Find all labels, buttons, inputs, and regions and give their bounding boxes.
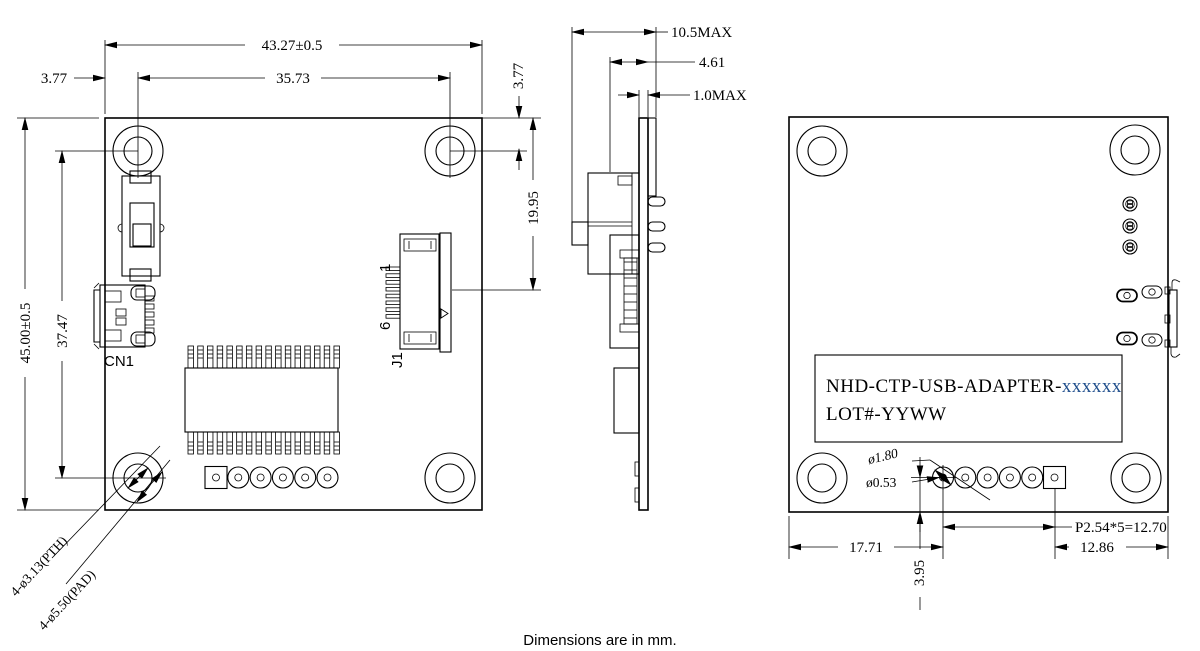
dim-pad-bottom-offset: 3.95 <box>911 457 928 610</box>
side-usb-lip <box>571 221 589 246</box>
units-note: Dimensions are in mm. <box>523 632 676 649</box>
via-outer-text: ø1.80 <box>865 445 899 467</box>
dim-pcb-thickness-text: 1.0MAX <box>693 88 747 104</box>
side-view: 10.5MAX 4.61 1.0MAX <box>571 25 747 511</box>
side-ic-block <box>613 367 640 434</box>
side-pad-bump-1 <box>634 461 640 477</box>
dim-offset-top-right: 3.77 <box>511 62 527 170</box>
front-extension-lines <box>17 40 541 511</box>
dim-offset-top-right-text: 3.77 <box>511 62 527 89</box>
dim-j1-position: 19.95 <box>525 117 542 291</box>
pth-callout-text: 4-ø3.13(PTH) <box>7 533 70 599</box>
dim-board-height-text: 45.00±0.5 <box>18 303 34 364</box>
part-number-text: NHD-CTP-USB-ADAPTER-xxxxxx <box>826 376 1122 397</box>
hole-callouts: 4-ø3.13(PTH) 4-ø5.50(PAD) <box>7 445 171 633</box>
pad-1-square <box>204 465 228 490</box>
side-pcb <box>638 117 649 511</box>
back-pad-row <box>930 465 1067 490</box>
edge-usb-profile <box>1164 279 1181 358</box>
lot-number-text: LOT#-YYWW <box>826 404 947 425</box>
dim-connector-height-text: 4.61 <box>699 55 725 71</box>
cn1-pins <box>144 295 155 334</box>
dim-board-width: 43.27±0.5 <box>104 37 483 54</box>
back-view: NHD-CTP-USB-ADAPTER-xxxxxx LOT#-YYWW ø1.… <box>788 116 1181 610</box>
dim-pad-left-offset: 17.71 <box>788 540 944 556</box>
dim-board-height: 45.00±0.5 <box>17 117 34 511</box>
dim-total-thickness: 10.5MAX <box>571 25 732 41</box>
j1-label: J1 <box>389 352 406 368</box>
side-extension-lines <box>571 27 657 222</box>
j1-pin6-label: 6 <box>377 322 394 330</box>
dim-connector-height: 4.61 <box>609 55 725 71</box>
part-number-box: NHD-CTP-USB-ADAPTER-xxxxxx LOT#-YYWW <box>814 354 1123 443</box>
side-pad-bump-2 <box>634 487 640 503</box>
side-right-strip <box>647 117 657 197</box>
j1-pins <box>385 266 401 319</box>
j1-connector <box>385 232 452 353</box>
dim-board-width-text: 43.27±0.5 <box>262 38 323 54</box>
oval-pads <box>1116 285 1163 347</box>
dim-pad-left-offset-text: 17.71 <box>849 540 883 556</box>
ic-pins-bottom <box>187 431 340 455</box>
side-j1-block <box>609 234 640 349</box>
dim-total-thickness-text: 10.5MAX <box>671 25 732 41</box>
back-pad-1-square <box>1042 465 1067 490</box>
dim-pad-pitch: P2.54*5=12.70 <box>942 520 1167 536</box>
pad-callout-text: 4-ø5.50(PAD) <box>35 567 98 633</box>
dim-offset-top-left-text: 3.77 <box>41 71 68 87</box>
dim-hole-span-v: 37.47 <box>54 150 71 479</box>
via-inner-text: ø0.53 <box>866 475 897 490</box>
cn1-usb-connector <box>93 282 156 350</box>
front-view: CN1 1 6 J1 <box>7 37 542 633</box>
test-points <box>1122 196 1138 255</box>
back-pads-round <box>930 465 1044 490</box>
dim-j1-position-text: 19.95 <box>526 191 542 225</box>
dim-hole-span-v-text: 37.47 <box>55 314 71 348</box>
dim-pad-bottom-offset-text: 3.95 <box>912 560 928 586</box>
cn1-label: CN1 <box>104 353 134 370</box>
mounting-hole-bottom-right <box>424 452 476 504</box>
dim-pad-pitch-text: P2.54*5=12.70 <box>1075 520 1167 536</box>
side-ffc-ribs <box>624 261 637 319</box>
dim-offset-top-left: 3.77 <box>41 71 106 87</box>
dim-pcb-thickness: 1.0MAX <box>618 88 747 104</box>
back-hole-bottom-right <box>1110 452 1162 504</box>
j1-pin1-label: 1 <box>377 264 394 272</box>
dim-pad-right-offset-text: 12.86 <box>1080 540 1114 556</box>
back-hole-top-right <box>1109 124 1161 176</box>
ic-chip <box>184 345 340 455</box>
front-pads-round <box>227 466 339 489</box>
switch-component <box>117 170 165 282</box>
front-board-outline <box>104 117 483 511</box>
ic-pins-top <box>187 345 340 369</box>
dim-pad-right-offset: 12.86 <box>1054 540 1169 556</box>
side-solder-tabs <box>647 196 666 253</box>
dim-hole-span-h: 35.73 <box>137 70 451 87</box>
back-hole-top-left <box>796 125 848 177</box>
via-callouts: ø1.80 ø0.53 <box>865 445 991 501</box>
side-switch-block <box>571 172 640 275</box>
dim-hole-span-h-text: 35.73 <box>276 71 310 87</box>
front-pad-row <box>204 465 339 490</box>
pin1-triangle-marker <box>440 308 449 319</box>
back-hole-bottom-left <box>796 452 848 504</box>
back-board-outline <box>788 116 1169 513</box>
